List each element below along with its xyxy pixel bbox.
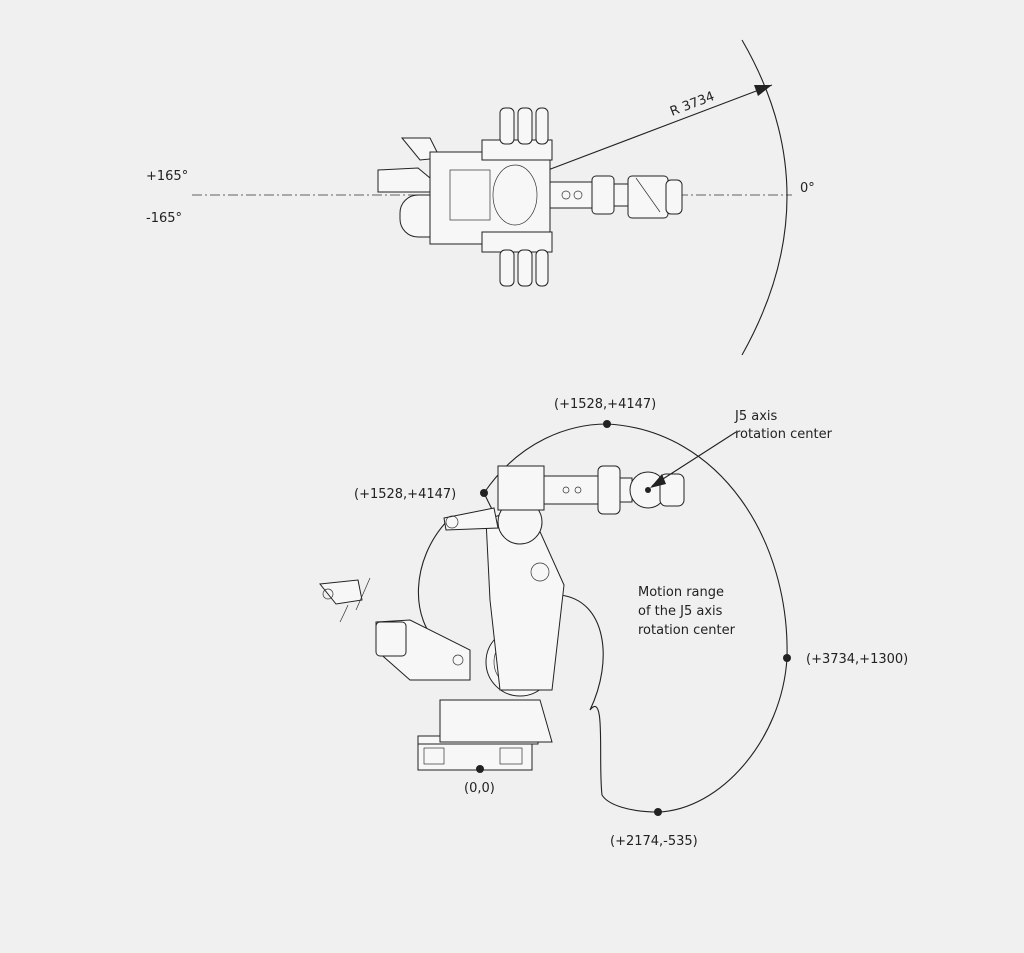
point-top-label: (+1528,+4147) [554, 397, 656, 412]
point-left-top-label: (+1528,+4147) [354, 487, 456, 502]
radius-line [547, 84, 773, 171]
point-right [783, 654, 791, 662]
j5-pointer-line [651, 431, 737, 487]
point-j5 [645, 487, 651, 493]
point-left-top [480, 489, 488, 497]
robot-side-view [319, 465, 685, 771]
point-bottom-label: (+2174,-535) [610, 834, 698, 849]
motion-label-line2: of the J5 axis [638, 604, 723, 619]
angle-plus-label: +165° [146, 169, 188, 184]
radius-arrowhead [754, 85, 772, 96]
point-right-label: (+3734,+1300) [806, 652, 908, 667]
motion-label-line3: rotation center [638, 623, 736, 638]
j5-label-line1: J5 axis [734, 409, 778, 424]
top-view: +165° -165° 0° R 3734 [146, 39, 815, 356]
point-origin-label: (0,0) [464, 781, 495, 796]
angle-zero-label: 0° [800, 181, 815, 196]
robot-top-view [377, 107, 683, 287]
point-bottom [654, 808, 662, 816]
point-top [603, 420, 611, 428]
side-view: J5 axis rotation center Motion range of … [319, 397, 908, 849]
motion-label-line1: Motion range [638, 585, 724, 600]
top-view-range-arc [741, 39, 788, 356]
angle-minus-label: -165° [146, 211, 182, 226]
point-origin [476, 765, 484, 773]
j5-label-line2: rotation center [735, 427, 833, 442]
j5-pointer-arrowhead [650, 474, 666, 488]
